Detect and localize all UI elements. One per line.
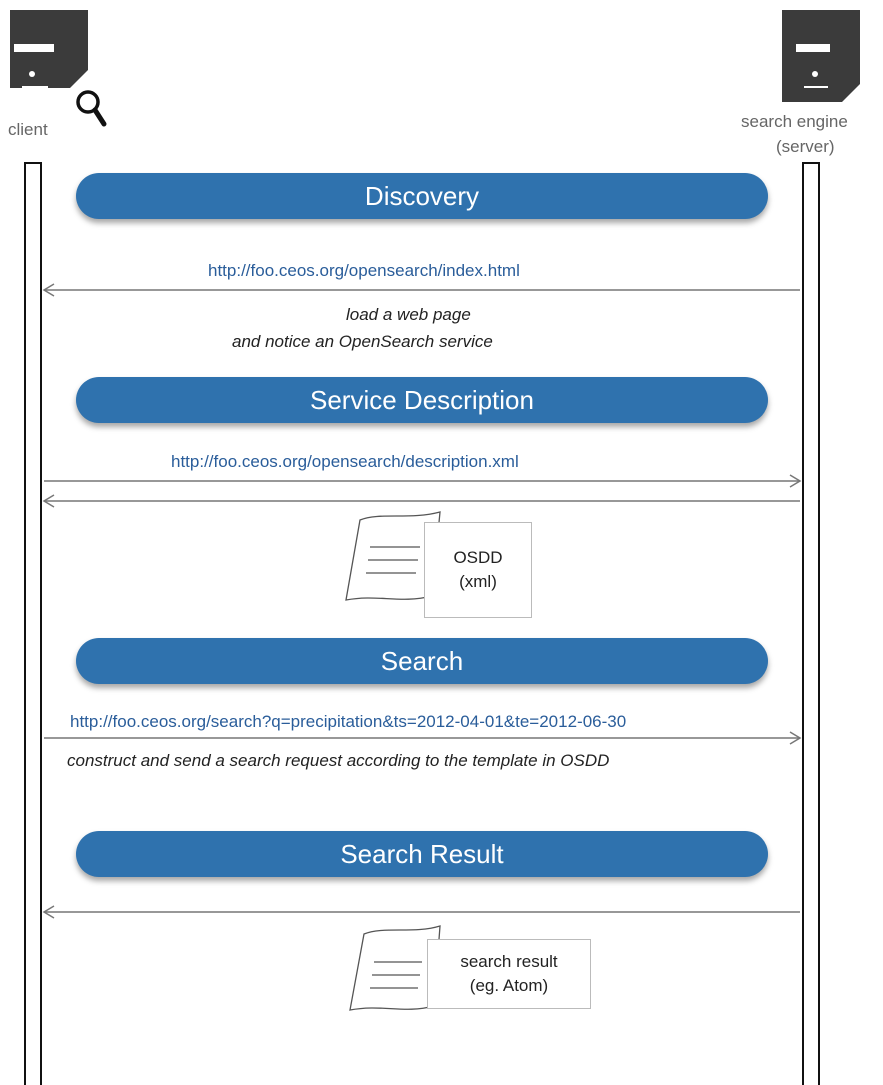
search-note: construct and send a search request acco…: [67, 751, 610, 770]
phase-discovery: Discovery: [76, 173, 768, 219]
phase-search: Search: [76, 638, 768, 684]
description-url: http://foo.ceos.org/opensearch/descripti…: [171, 452, 519, 471]
phase-search-result: Search Result: [76, 831, 768, 877]
server-with-magnifier-icon: [10, 10, 107, 127]
server-lifeline: [802, 162, 820, 1085]
discovery-note-line2: and notice an OpenSearch service: [232, 332, 493, 351]
result-label-line1: search result: [460, 952, 558, 971]
osdd-document-label: OSDD (xml): [424, 522, 532, 618]
server-icon: [782, 10, 860, 102]
client-label: client: [8, 120, 48, 139]
phase-service-description: Service Description: [76, 377, 768, 423]
server-label-line2: (server): [776, 137, 835, 156]
osdd-label-line1: OSDD: [453, 548, 503, 567]
discovery-note-line1: load a web page: [346, 305, 471, 324]
client-lifeline: [24, 162, 42, 1085]
server-label-line1: search engine: [741, 112, 848, 131]
result-document-label: search result (eg. Atom): [427, 939, 591, 1009]
discovery-url: http://foo.ceos.org/opensearch/index.htm…: [208, 261, 520, 280]
osdd-label-line2: (xml): [459, 572, 497, 591]
actor-icons: [10, 10, 860, 127]
result-label-line2: (eg. Atom): [469, 976, 549, 995]
search-url: http://foo.ceos.org/search?q=precipitati…: [70, 712, 627, 731]
